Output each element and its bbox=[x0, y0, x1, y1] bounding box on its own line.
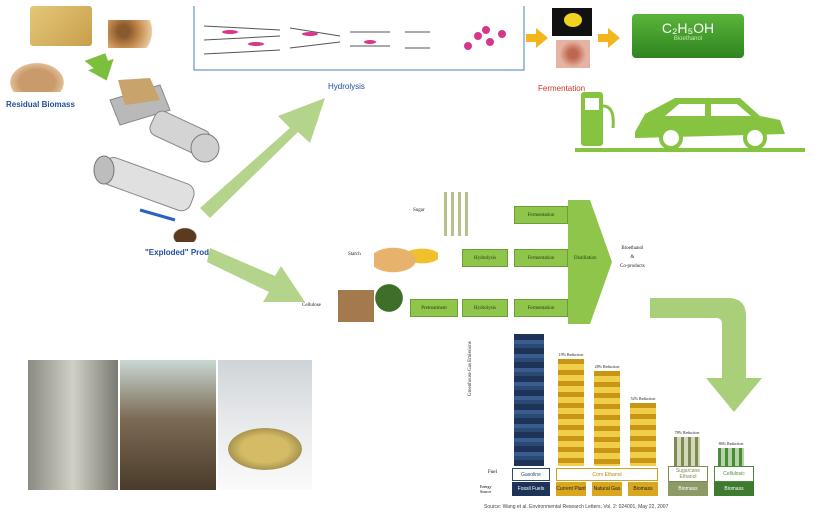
feedstock-cellulose: Cellulose bbox=[302, 303, 321, 308]
cellulose-pretreatment-box: Pretreatment bbox=[410, 299, 458, 317]
sawdust-pile-image bbox=[6, 60, 68, 92]
bar-label-cellulosic: 86% Reduction bbox=[718, 441, 744, 446]
bar-corn-biomass bbox=[630, 403, 656, 466]
legend-biomass-3: Biomass bbox=[714, 482, 754, 496]
fermenter-vessel-photo bbox=[120, 360, 216, 490]
bar-label-corn-biomass: 52% Reduction bbox=[630, 396, 656, 401]
bar-label-sugarcane: 78% Reduction bbox=[674, 430, 700, 435]
starch-hydrolysis-box: Hydrolysis bbox=[462, 249, 508, 267]
hydrolysis-label: Hydrolysis bbox=[328, 82, 365, 91]
wood-chips-image bbox=[108, 20, 160, 48]
output-line-3: Co-products bbox=[620, 264, 645, 269]
sugar-fermentation-box: Fermentation bbox=[514, 206, 568, 224]
hydrolysis-molecules bbox=[193, 6, 525, 71]
yeast-culture-image bbox=[556, 40, 590, 68]
chart-ylabel: Greenhouse Gas Emissions bbox=[468, 341, 473, 396]
ethanol-box: C₂H₅OH Bioethanol bbox=[632, 14, 744, 58]
cellulose-hydrolysis-box: Hydrolysis bbox=[462, 299, 508, 317]
bar-corn-current bbox=[558, 359, 584, 466]
output-label: Bioethanol & Co-products bbox=[620, 244, 645, 271]
legend-gasoline: Gasoline bbox=[512, 468, 550, 481]
exploded-product-label: "Exploded" Prod bbox=[145, 248, 210, 257]
yellow-arrow-1 bbox=[526, 28, 548, 48]
bar-sugarcane bbox=[674, 437, 700, 466]
yeast-image bbox=[552, 8, 592, 36]
arrow-to-emissions bbox=[650, 298, 762, 412]
arrow-to-process bbox=[207, 248, 305, 302]
legend-biomass-1: Biomass bbox=[628, 482, 658, 496]
legend-energy-label: Energy Source bbox=[480, 484, 492, 494]
bar-label-corn-natgas: 28% Reduction bbox=[594, 364, 620, 369]
distillation-label: Distillation bbox=[574, 256, 597, 261]
legend-current: Current Plant bbox=[556, 482, 586, 496]
feedstock-starch: Starch bbox=[348, 252, 361, 257]
wood-image bbox=[338, 290, 374, 322]
bar-gasoline bbox=[514, 334, 544, 466]
legend-corn: Corn Ethanol bbox=[556, 468, 658, 481]
starch-fermentation-box: Fermentation bbox=[514, 249, 568, 267]
distillation-arrow bbox=[568, 200, 612, 324]
legend-biomass-2: Biomass bbox=[668, 482, 708, 496]
bar-corn-natgas bbox=[594, 371, 620, 466]
chart-area: 19% Reduction 28% Reduction 52% Reductio… bbox=[510, 334, 760, 466]
sugarcane-image bbox=[444, 192, 468, 236]
output-line-1: Bioethanol bbox=[621, 246, 644, 251]
residual-biomass-label: Residual Biomass bbox=[6, 100, 75, 109]
arrow-to-hydrolysis bbox=[200, 98, 325, 218]
legend-fossil: Fossil Fuels bbox=[512, 482, 550, 496]
steam-explosion-equipment bbox=[93, 78, 220, 222]
tree-image bbox=[374, 284, 404, 324]
legend-fuel-label: Fuel bbox=[488, 470, 497, 475]
output-line-2: & bbox=[630, 255, 635, 260]
legend-natgas: Natural Gas bbox=[592, 482, 622, 496]
hay-bale-image bbox=[30, 6, 92, 46]
fermentation-label: Fermentation bbox=[538, 84, 586, 93]
petri-dish-photo bbox=[218, 360, 312, 490]
cellulose-fermentation-box: Fermentation bbox=[514, 299, 568, 317]
ethanol-subtitle: Bioethanol bbox=[673, 36, 703, 42]
yellow-arrow-2 bbox=[598, 28, 620, 48]
bar-cellulosic bbox=[718, 448, 744, 466]
exploded-product-pile bbox=[168, 224, 202, 242]
legend-sugarcane: Sugarcane Ethanol bbox=[668, 466, 708, 482]
green-arrow-small bbox=[84, 53, 114, 81]
car-and-pump-icon bbox=[575, 92, 805, 152]
ethanol-formula: C₂H₅OH bbox=[661, 20, 715, 36]
corn-image bbox=[374, 236, 438, 276]
bioreactor-photo bbox=[28, 360, 118, 490]
legend-cellulosic: Cellulosic bbox=[714, 466, 754, 482]
bar-label-corn-current: 19% Reduction bbox=[558, 352, 584, 357]
source-citation: Source: Wang et al. Environmental Resear… bbox=[484, 504, 669, 510]
feedstock-sugar: Sugar bbox=[413, 208, 425, 213]
